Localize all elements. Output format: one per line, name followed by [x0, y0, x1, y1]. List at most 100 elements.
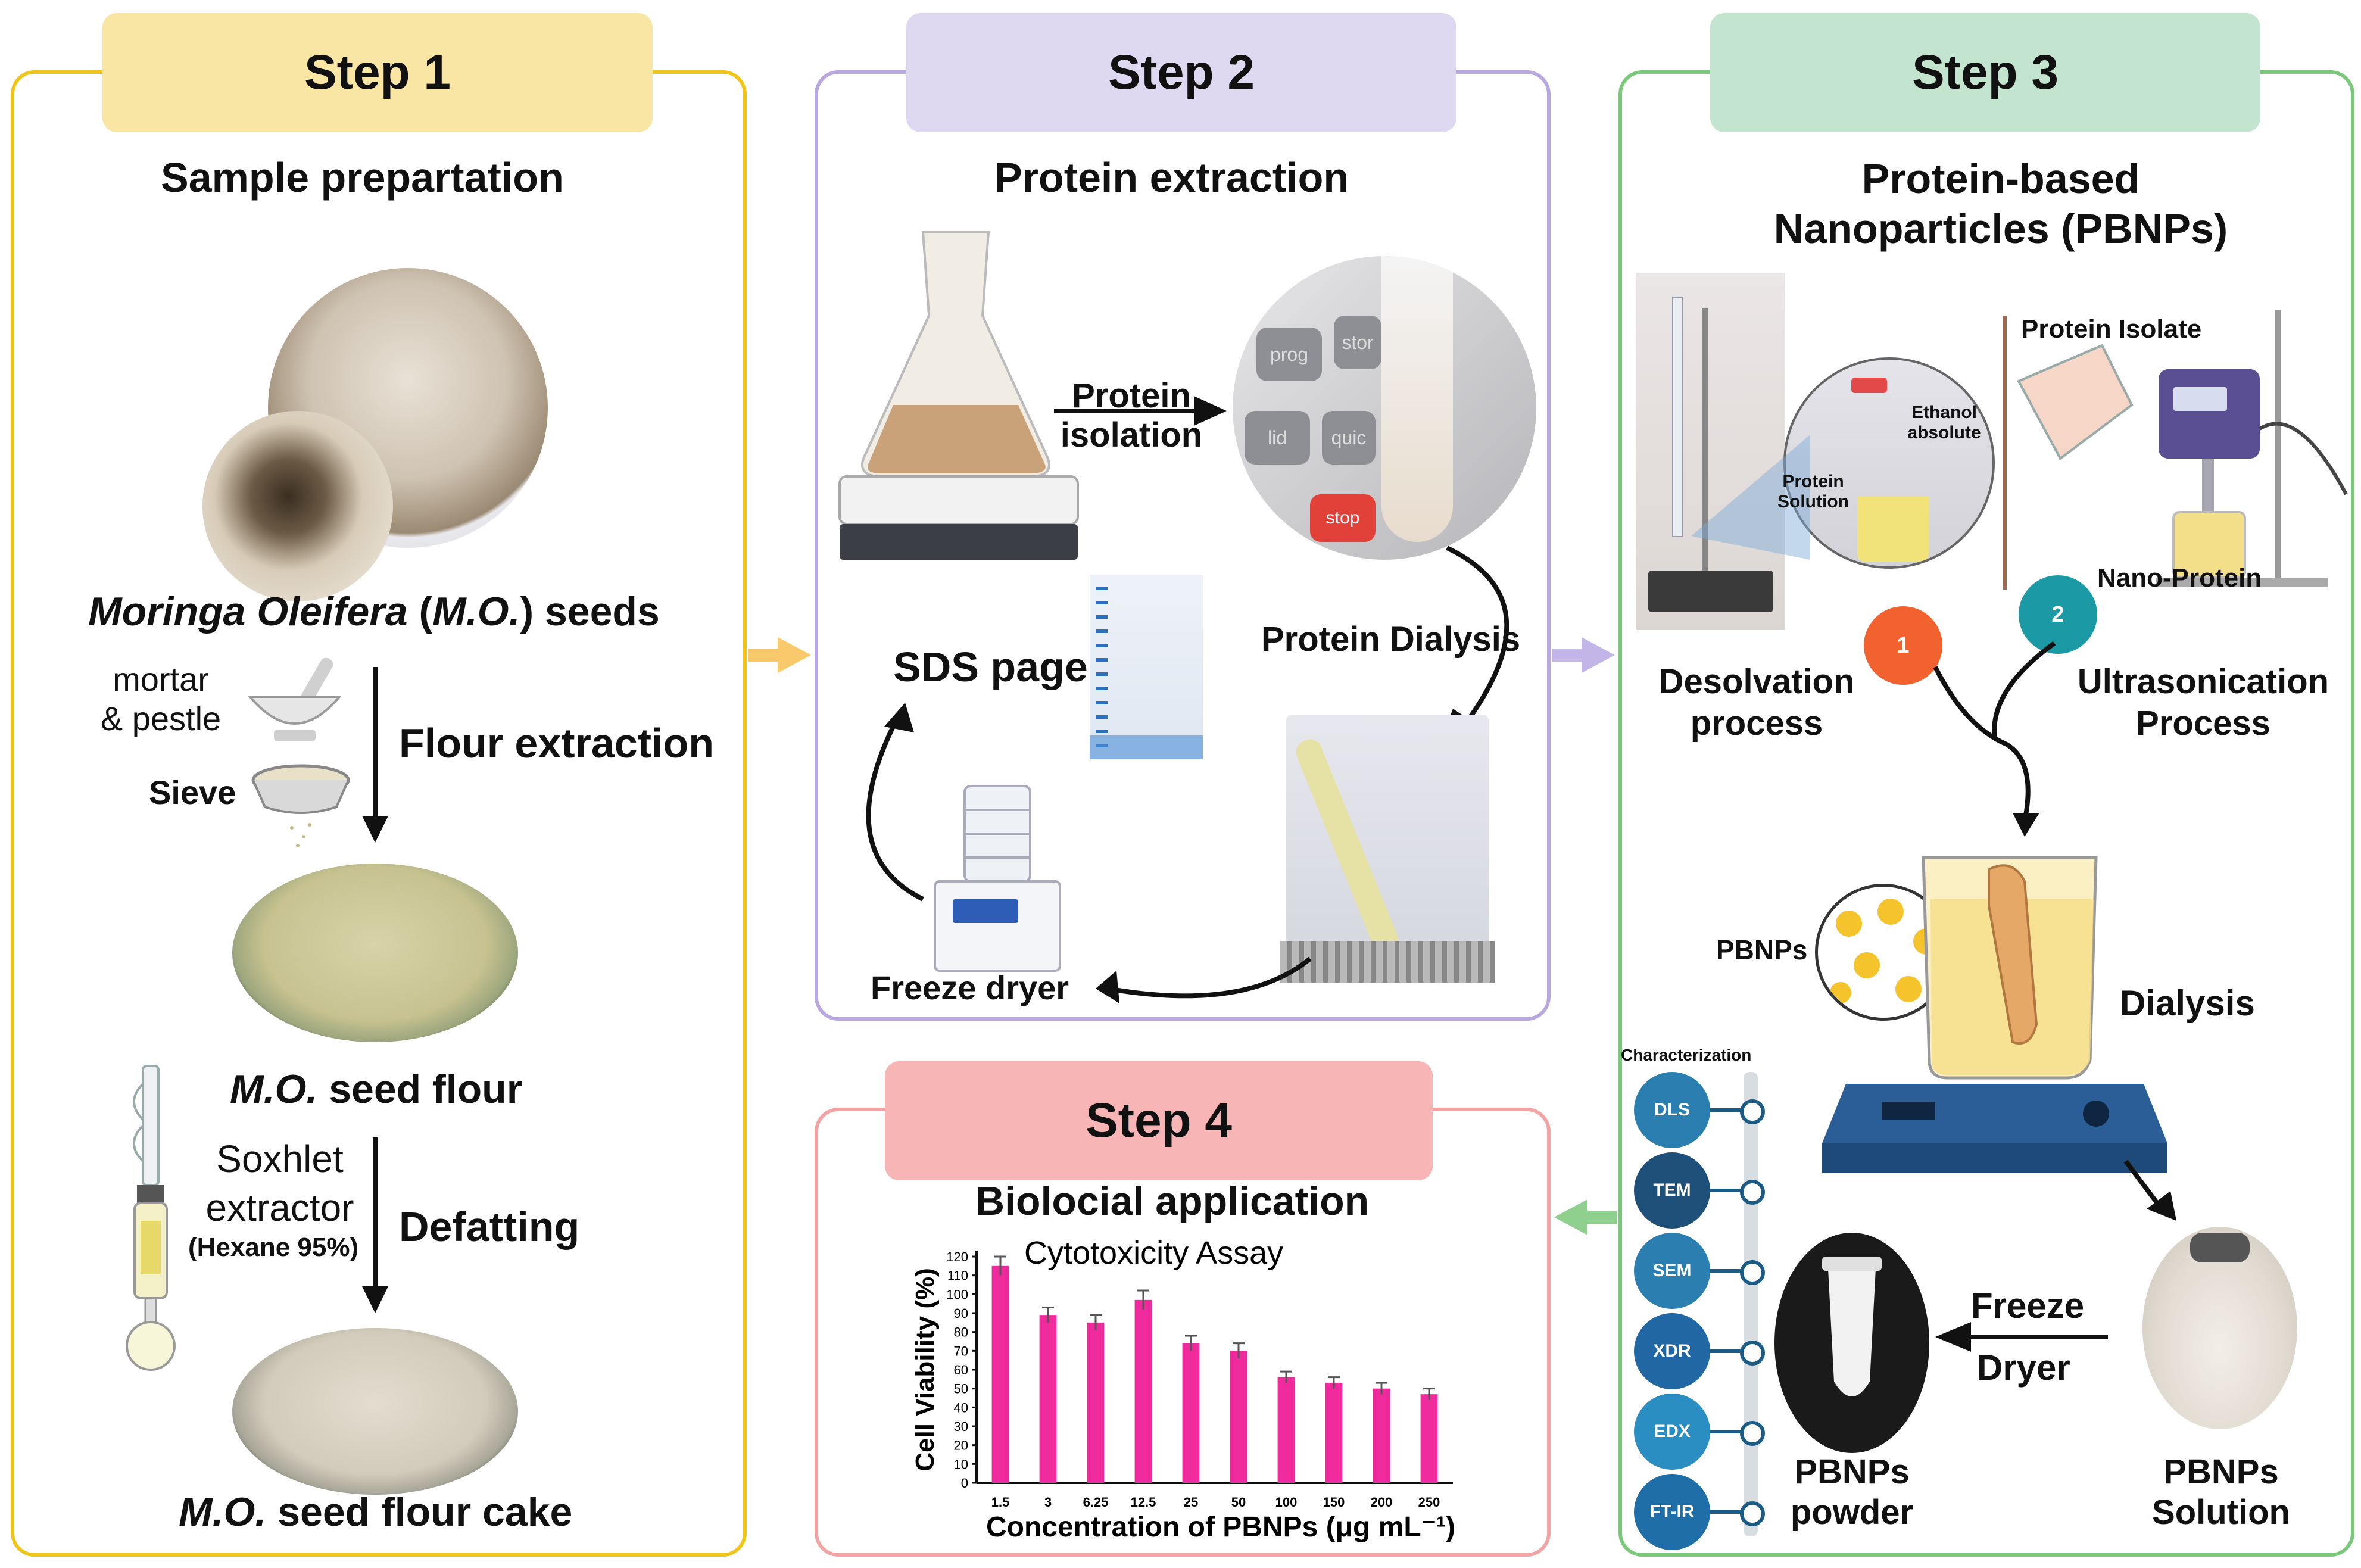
badge-1: 1 [1864, 606, 1942, 685]
protein-isolate-label: Protein Isolate [2021, 314, 2202, 344]
step4-title: Biolocial application [975, 1179, 1370, 1224]
x-tick-label: 1.5 [991, 1495, 1010, 1510]
y-tick-label: 20 [954, 1438, 968, 1453]
pbnps-label: PBNPs [1716, 934, 1808, 965]
sieve-label: Sieve [149, 774, 236, 811]
y-tick-label: 40 [954, 1400, 968, 1415]
seeds-closeup-image [202, 411, 393, 601]
technique-knob [1740, 1099, 1765, 1124]
freeze-dryer-label: Freeze dryer [871, 969, 1069, 1006]
characterization-rail [1744, 1072, 1758, 1536]
x-tick-label: 150 [1323, 1495, 1345, 1510]
freeze-dryer-image [934, 785, 1061, 972]
nano-protein-label: Nano-Protein [2097, 563, 2262, 593]
y-tick-label: 110 [947, 1268, 968, 1283]
desolvation-setup-image [1636, 273, 1785, 630]
mortar-pestle-icon [247, 657, 342, 741]
x-tick-label: 3 [1044, 1495, 1052, 1510]
y-tick-label: 90 [954, 1306, 968, 1321]
dialysis-beaker-image [1280, 715, 1495, 983]
technique-dls: DLS [1634, 1072, 1710, 1148]
bar-200 [1373, 1388, 1390, 1483]
bar-50 [1230, 1351, 1247, 1483]
x-tick-label: 250 [1418, 1495, 1440, 1510]
sds-page-gel-image [1090, 575, 1203, 759]
freeze-dryer-step3-arrow [1935, 1322, 2108, 1352]
seed-flour-dish-image [232, 864, 518, 1042]
technique-knob [1740, 1341, 1765, 1366]
step1-title: Sample prepartation [161, 154, 564, 201]
bar-3 [1039, 1315, 1057, 1483]
y-axis-label: Cell Viability (%) [910, 1268, 940, 1472]
defatting-arrow [362, 1137, 388, 1313]
centrifuge-tube [1381, 256, 1453, 542]
step3-tab: Step 3 [1710, 13, 2260, 132]
ultrasonicator-image [2017, 310, 2348, 587]
bar-100 [1277, 1377, 1295, 1483]
desolvation-closeup-image [1783, 357, 1995, 569]
lid-button: lid [1245, 411, 1310, 465]
step2-title: Protein extraction [994, 154, 1349, 201]
technique-connector [1710, 1108, 1746, 1112]
technique-knob [1740, 1501, 1765, 1526]
technique-knob [1740, 1421, 1765, 1446]
bar-250 [1420, 1394, 1438, 1483]
centrifuge-image: prog stor lid quic stop [1233, 256, 1536, 560]
dialysis-stirrer-image [1822, 856, 2167, 1173]
chart-title: Cytotoxicity Assay [1024, 1235, 1283, 1271]
mortar-label: mortar& pestle [100, 660, 222, 737]
bar-12.5 [1134, 1299, 1152, 1483]
dryer-label: Dryer [1977, 1348, 2070, 1388]
process-merge-arrows [1933, 641, 2056, 837]
y-tick-label: 100 [946, 1287, 968, 1302]
x-tick-label: 50 [1231, 1495, 1246, 1510]
freeze-dryer-arrow [1096, 956, 1312, 1003]
bar-1.5 [991, 1265, 1009, 1483]
microtube-icon [1822, 1257, 1882, 1396]
technique-edx: EDX [1634, 1394, 1710, 1470]
technique-tem: TEM [1634, 1152, 1710, 1229]
stor-button: stor [1334, 316, 1381, 369]
step4-tab: Step 4 [885, 1061, 1433, 1180]
seed-flour-cake-dish-image [232, 1328, 518, 1495]
y-tick-label: 0 [961, 1476, 968, 1491]
magnifier-cone [1691, 435, 1810, 560]
freeze-label: Freeze [1971, 1286, 2085, 1326]
bar-25 [1182, 1343, 1200, 1483]
technique-ft-ir: FT-IR [1634, 1474, 1710, 1550]
x-tick-label: 100 [1275, 1495, 1298, 1510]
x-tick-label: 12.5 [1131, 1495, 1156, 1510]
technique-sem: SEM [1634, 1233, 1710, 1309]
y-tick-label: 120 [946, 1249, 968, 1264]
badge-2: 2 [2019, 575, 2097, 654]
flask-hotplate-image [838, 231, 1079, 560]
technique-knob [1740, 1180, 1765, 1205]
technique-connector [1710, 1510, 1746, 1514]
x-tick-label: 200 [1371, 1495, 1393, 1510]
dialysis-to-solution-arrow [2123, 1159, 2176, 1221]
y-tick-label: 80 [954, 1325, 968, 1340]
x-axis-label: Concentration of PBNPs (μg mL⁻¹) [986, 1511, 1455, 1543]
dialysis-label: Dialysis [2120, 983, 2255, 1023]
characterization-label: Characterization [1621, 1046, 1752, 1064]
technique-connector [1710, 1349, 1746, 1353]
soxhlet-extractor-icon [126, 1065, 176, 1371]
seed-flour-label: M.O. seed flour [230, 1067, 523, 1112]
seeds-label: Moringa Oleifera (M.O.) seeds [88, 589, 660, 634]
flour-extraction-label: Flour extraction [399, 720, 714, 766]
freeze-to-sds-arrow [866, 703, 924, 902]
pbnps-solution-vial-image [2142, 1227, 2297, 1429]
technique-connector [1710, 1189, 1746, 1192]
technique-connector [1710, 1269, 1746, 1273]
protein-dialysis-label: Protein Dialysis [1261, 620, 1521, 659]
bar-150 [1325, 1383, 1343, 1483]
step2-tab: Step 2 [906, 13, 1456, 132]
